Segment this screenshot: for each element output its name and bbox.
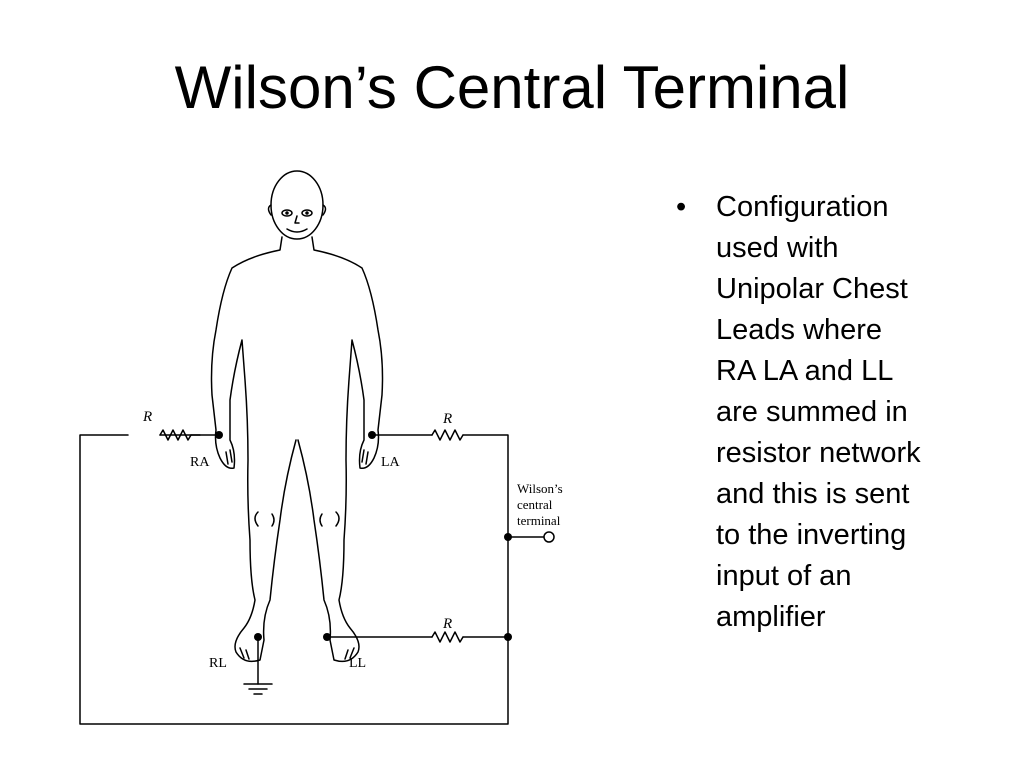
bullet-line: are summed in [716,396,908,428]
bullet-line: Leads where [716,314,883,346]
human-figure [210,170,384,663]
terminal-output-node [543,531,555,543]
head [270,170,324,240]
electrode-ra [215,431,223,439]
ll-label: LL [349,656,366,671]
slide-title: Wilson’s Central Terminal [174,54,850,121]
terminal-label-line2: central [517,497,553,512]
electrode-la [368,431,376,439]
bullet-line: Unipolar Chest [716,273,908,305]
junction-terminal [504,533,512,541]
circuit-wires [79,429,555,725]
terminal-label-line1: Wilson’s [517,481,563,496]
bullet-line: to the inverting [716,519,907,551]
electrode-rl [254,633,262,641]
body-outline-right [297,236,384,663]
bullet-line: and this is sent [716,478,910,510]
terminal-label-line3: terminal [517,513,561,528]
resistor-ll [431,631,464,643]
resistor-la [431,429,464,441]
resistor-ra-label: R [142,409,152,425]
resistor-ll-label: R [442,616,452,632]
bullet-line: amplifier [716,601,826,633]
ra-label: RA [190,455,210,470]
resistor-ra [159,429,192,441]
electrode-ll [323,633,331,641]
junction-ll [504,633,512,641]
bullet-line: Configuration [716,191,889,223]
bullet-line: resistor network [716,437,921,469]
rl-label: RL [209,656,227,671]
bullet-line: used with [716,232,839,264]
body-outline-left [210,236,297,663]
bullet-symbol: • [676,191,687,223]
bullet-line: input of an [716,560,852,592]
bullet-line: RA LA and LL [716,355,894,387]
bullet-list: • Configuration used with Unipolar Chest… [672,187,972,638]
la-label: LA [381,455,401,470]
bullet-item: • Configuration used with Unipolar Chest… [672,187,972,638]
resistor-la-label: R [442,411,452,427]
